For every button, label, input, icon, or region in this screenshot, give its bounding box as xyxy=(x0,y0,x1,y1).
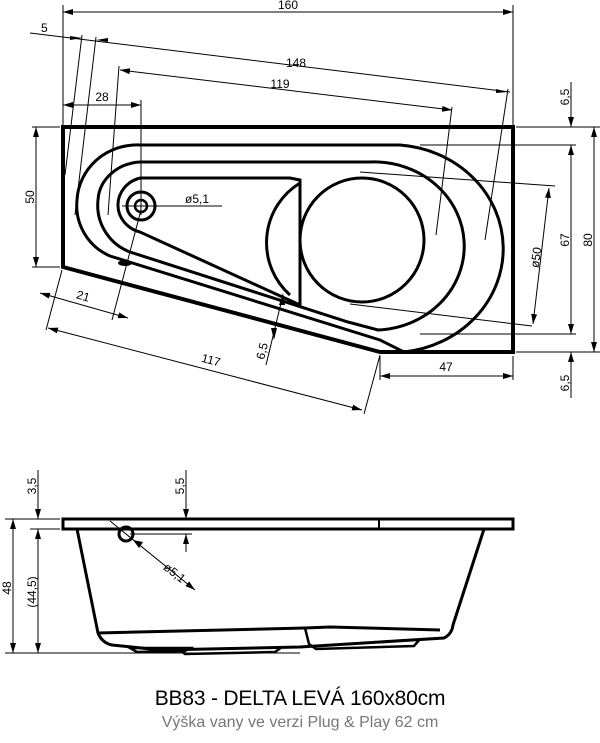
dim-6-5-top: 6,5 xyxy=(558,88,572,105)
dim-6-5-front: 6,5 xyxy=(253,341,271,361)
dim-50: 50 xyxy=(23,190,37,204)
technical-drawing: 160 5 148 119 28 50 ø5,1 21 xyxy=(0,0,600,656)
dim-28: 28 xyxy=(95,90,109,104)
basin-outer-line xyxy=(96,160,466,332)
rim-inner-line xyxy=(75,143,505,354)
side-rim xyxy=(61,517,515,531)
dim-5-5: 5,5 xyxy=(173,477,187,494)
dim-5: 5 xyxy=(41,21,48,35)
dim-80: 80 xyxy=(581,233,595,247)
side-body xyxy=(75,528,486,652)
dim-head-diameter: ø50 xyxy=(528,246,545,269)
side-foot-right xyxy=(303,627,421,651)
plan-view: 160 5 148 119 28 50 ø5,1 21 xyxy=(23,0,600,415)
tub-outline xyxy=(61,125,515,354)
product-subtitle: Výška vany ve verzi Plug & Play 62 cm xyxy=(161,714,439,731)
product-title: BB83 - DELTA LEVÁ 160x80cm xyxy=(154,687,446,710)
basin-floor-line xyxy=(116,176,302,308)
dim-160: 160 xyxy=(278,0,298,12)
dim-119: 119 xyxy=(270,77,289,91)
dim-6-5-bottom: 6,5 xyxy=(558,374,572,391)
side-view: ø5,1 5,5 3,5 48 (44,5) xyxy=(0,470,515,656)
dim-48: 48 xyxy=(0,581,14,595)
side-foot-left xyxy=(125,646,195,654)
head-rest-arc xyxy=(265,181,301,297)
dim-148: 148 xyxy=(286,56,306,70)
overflow-mark xyxy=(118,260,132,266)
side-floor-line xyxy=(97,625,441,635)
dim-67: 67 xyxy=(558,233,572,247)
dim-117: 117 xyxy=(200,351,222,370)
dim-44-5: (44,5) xyxy=(25,576,39,607)
dim-47: 47 xyxy=(439,360,453,374)
dim-21: 21 xyxy=(75,288,92,305)
dim-overflow-diameter: ø5,1 xyxy=(161,560,189,586)
head-rest-circle xyxy=(298,176,426,304)
dim-3-5: 3,5 xyxy=(25,477,39,494)
dim-drain-diameter: ø5,1 xyxy=(185,192,209,206)
